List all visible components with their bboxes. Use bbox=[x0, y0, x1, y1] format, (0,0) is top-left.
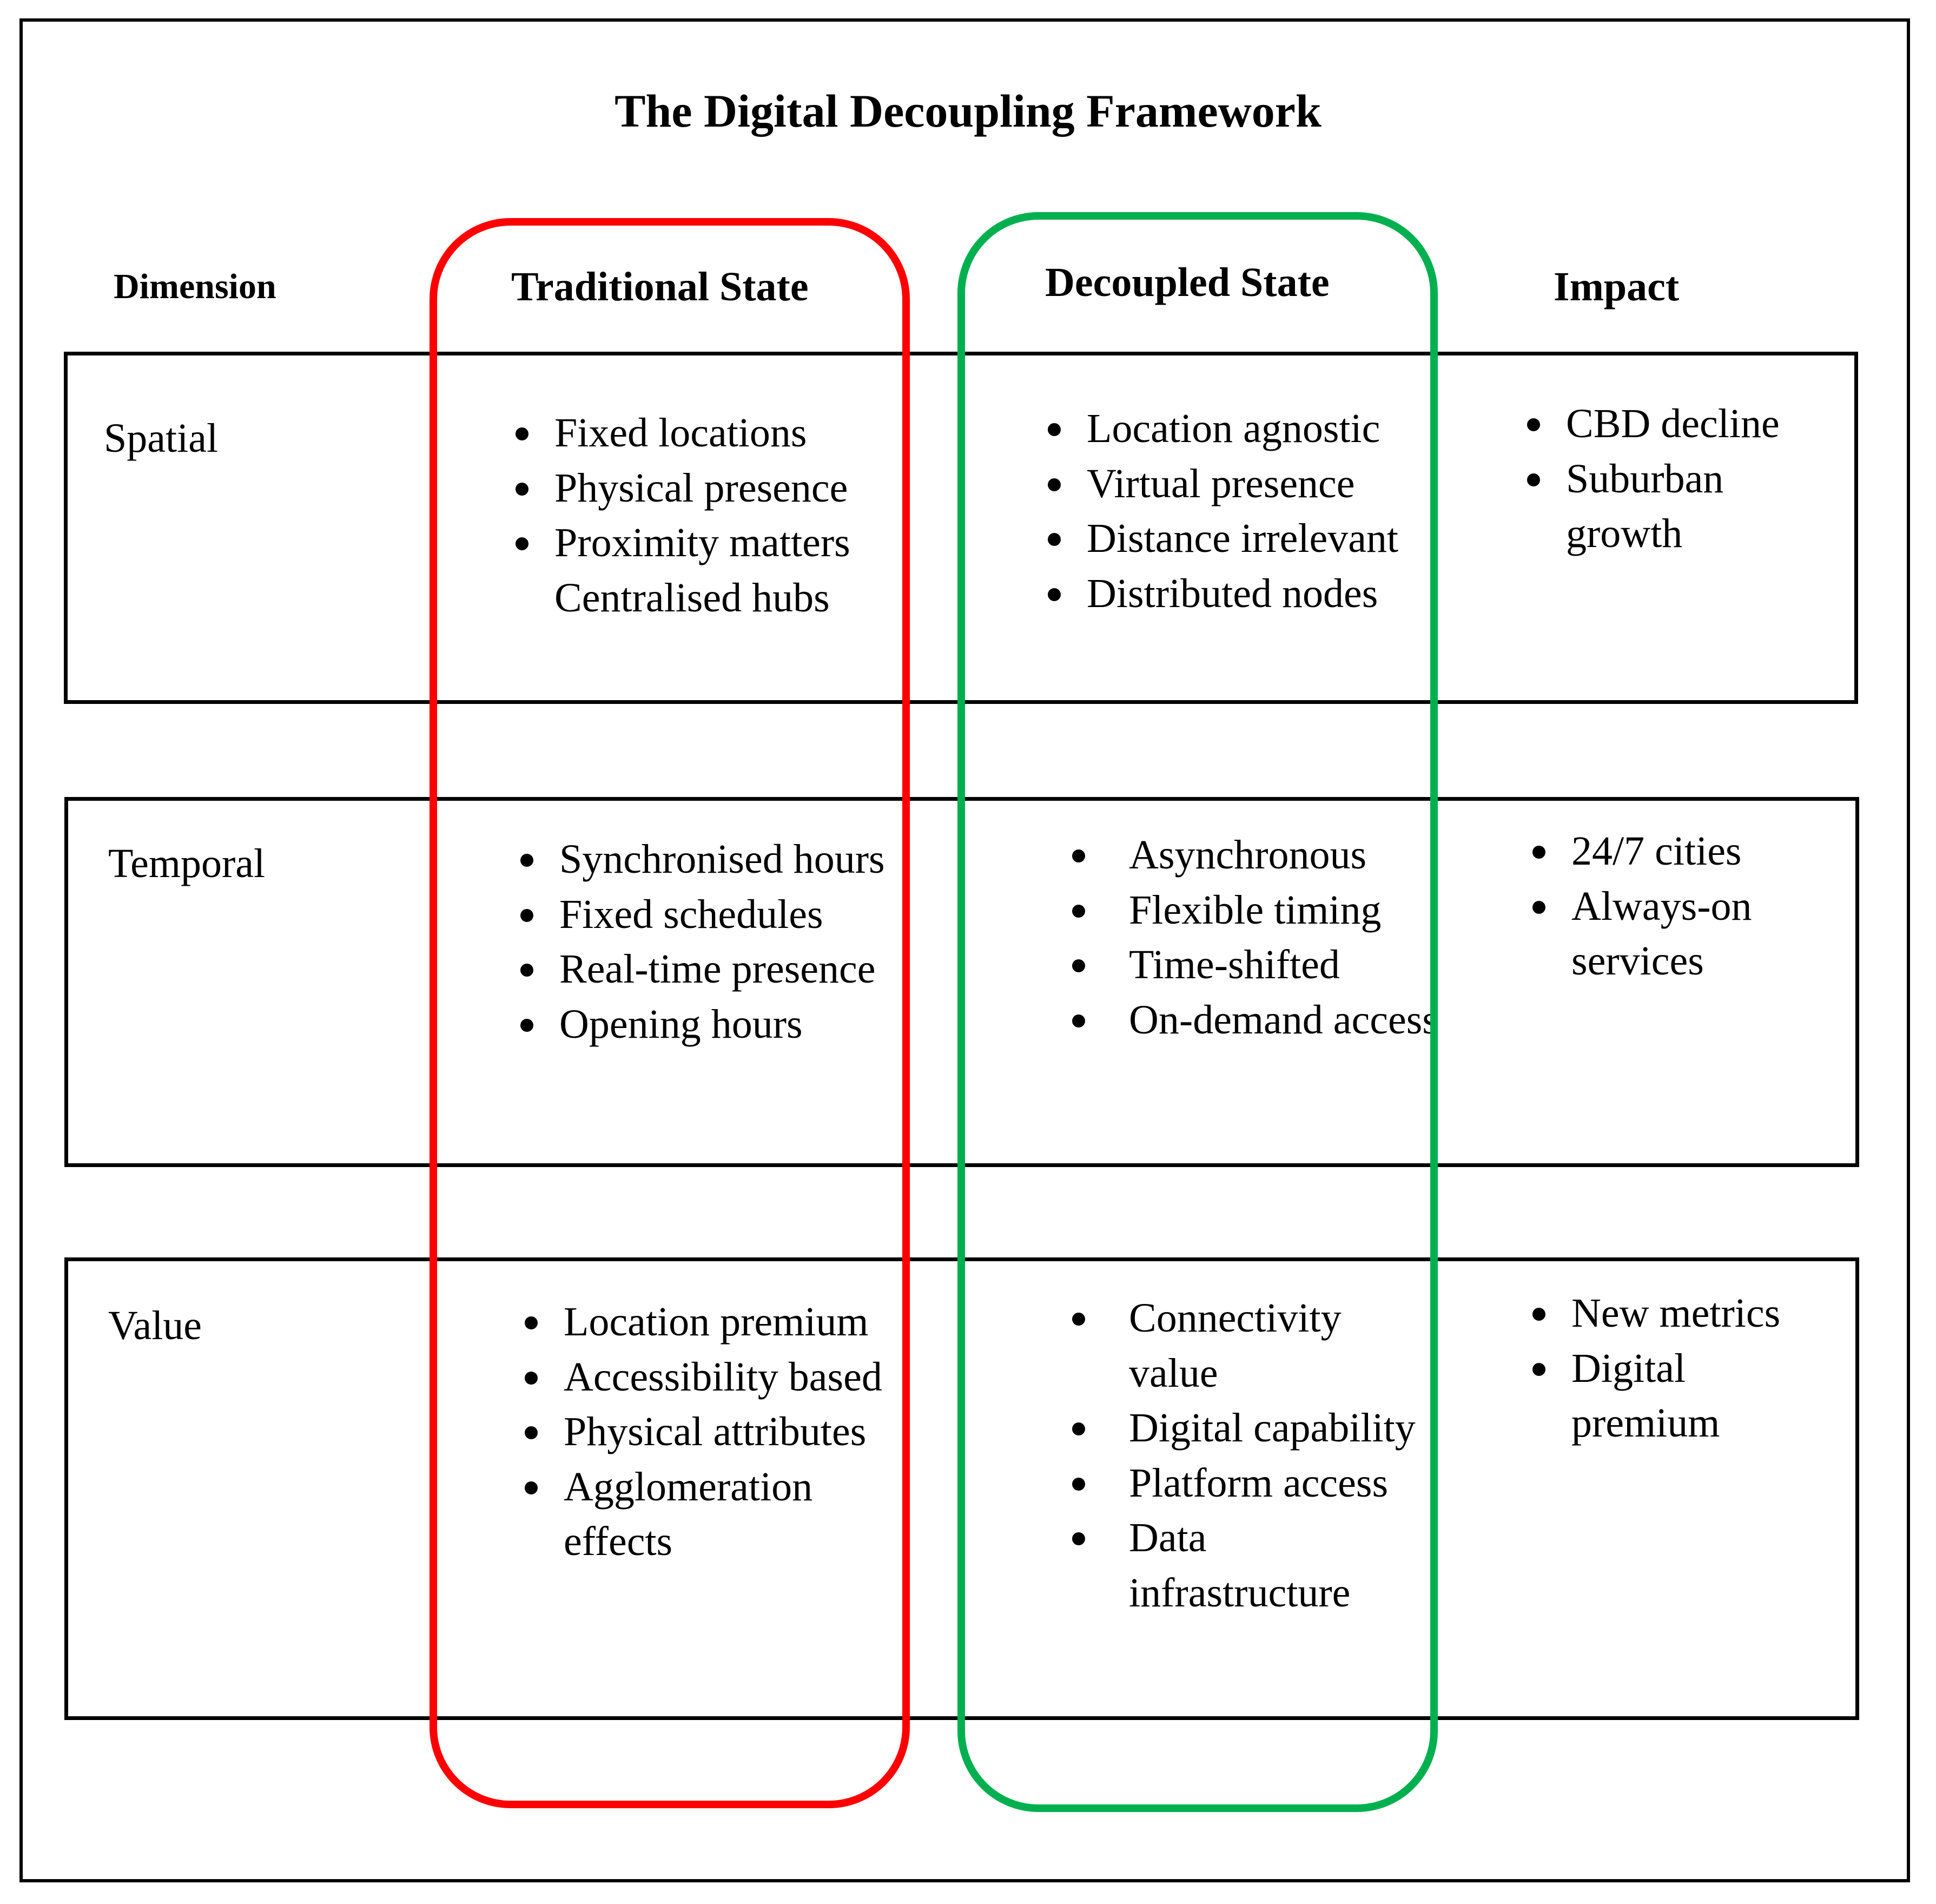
header-traditional-state: Traditional State bbox=[511, 264, 809, 309]
figure-title: The Digital Decoupling Framework bbox=[615, 85, 1321, 137]
decoupled-list-temporal: Asynchronous Flexible timing Time-shifte… bbox=[1072, 828, 1438, 1048]
traditional-list-temporal: Synchronised hours Fixed schedules Real-… bbox=[520, 832, 885, 1052]
list-item: Synchronised hours bbox=[520, 832, 885, 887]
dimension-label-value: Value bbox=[108, 1303, 202, 1348]
list-item: Real-time presence bbox=[520, 942, 885, 997]
header-decoupled-state: Decoupled State bbox=[1045, 260, 1330, 305]
list-item: infrastructure bbox=[1129, 1570, 1351, 1616]
list-item: CBD decline bbox=[1527, 397, 1780, 452]
list-item: Accessibility based bbox=[525, 1350, 882, 1405]
list-item: Physical attributes bbox=[525, 1405, 882, 1460]
header-impact: Impact bbox=[1554, 264, 1680, 309]
list-item: Fixed schedules bbox=[520, 887, 885, 943]
traditional-state-outline bbox=[430, 218, 910, 1808]
dimension-label-temporal: Temporal bbox=[108, 841, 266, 886]
traditional-list-spatial: Fixed locations Physical presence Proxim… bbox=[516, 406, 850, 625]
list-item: Fixed locations bbox=[516, 406, 850, 461]
list-item: Connectivity bbox=[1072, 1291, 1416, 1346]
list-item: Distributed nodes bbox=[1047, 566, 1398, 622]
list-item: On-demand access bbox=[1072, 993, 1438, 1048]
decoupled-list-value: Connectivity value Digital capability Pl… bbox=[1072, 1291, 1416, 1620]
list-item: services bbox=[1571, 938, 1704, 984]
list-item: growth bbox=[1566, 511, 1683, 556]
decoupled-list-spatial: Location agnostic Virtual presence Dista… bbox=[1047, 401, 1398, 622]
list-item: value bbox=[1129, 1350, 1218, 1396]
list-item: premium bbox=[1571, 1400, 1720, 1446]
list-item: Distance irrelevant bbox=[1047, 511, 1398, 566]
list-item: Platform access bbox=[1072, 1456, 1416, 1511]
dimension-label-spatial: Spatial bbox=[104, 416, 219, 461]
impact-list-temporal: 24/7 cities Always-on services bbox=[1532, 824, 1752, 989]
list-item: Proximity matters bbox=[516, 516, 850, 571]
list-item: Location premium bbox=[525, 1295, 882, 1350]
list-item: Suburban bbox=[1527, 452, 1780, 507]
list-item: Opening hours bbox=[520, 997, 885, 1052]
list-item: Time-shifted bbox=[1072, 938, 1438, 993]
list-item: Physical presence bbox=[516, 461, 850, 516]
list-item: Digital bbox=[1532, 1341, 1780, 1396]
list-item: Always-on bbox=[1532, 879, 1752, 934]
list-item: Virtual presence bbox=[1047, 457, 1398, 512]
list-item: New metrics bbox=[1532, 1286, 1780, 1341]
figure-frame bbox=[19, 18, 1910, 1882]
impact-list-spatial: CBD decline Suburban growth bbox=[1527, 397, 1780, 562]
list-item: Flexible timing bbox=[1072, 883, 1438, 938]
list-item: Location agnostic bbox=[1047, 401, 1398, 457]
list-item: effects bbox=[564, 1519, 673, 1564]
list-item: Agglomeration bbox=[525, 1460, 882, 1515]
list-item: Asynchronous bbox=[1072, 828, 1438, 883]
list-item: Digital capability bbox=[1072, 1401, 1416, 1456]
list-item: Data bbox=[1072, 1511, 1416, 1566]
traditional-list-value: Location premium Accessibility based Phy… bbox=[525, 1295, 882, 1570]
list-item: Centralised hubs bbox=[554, 575, 830, 621]
header-dimension: Dimension bbox=[114, 267, 276, 306]
impact-list-value: New metrics Digital premium bbox=[1532, 1286, 1780, 1451]
decoupled-state-outline bbox=[957, 212, 1438, 1812]
list-item: 24/7 cities bbox=[1532, 824, 1752, 879]
